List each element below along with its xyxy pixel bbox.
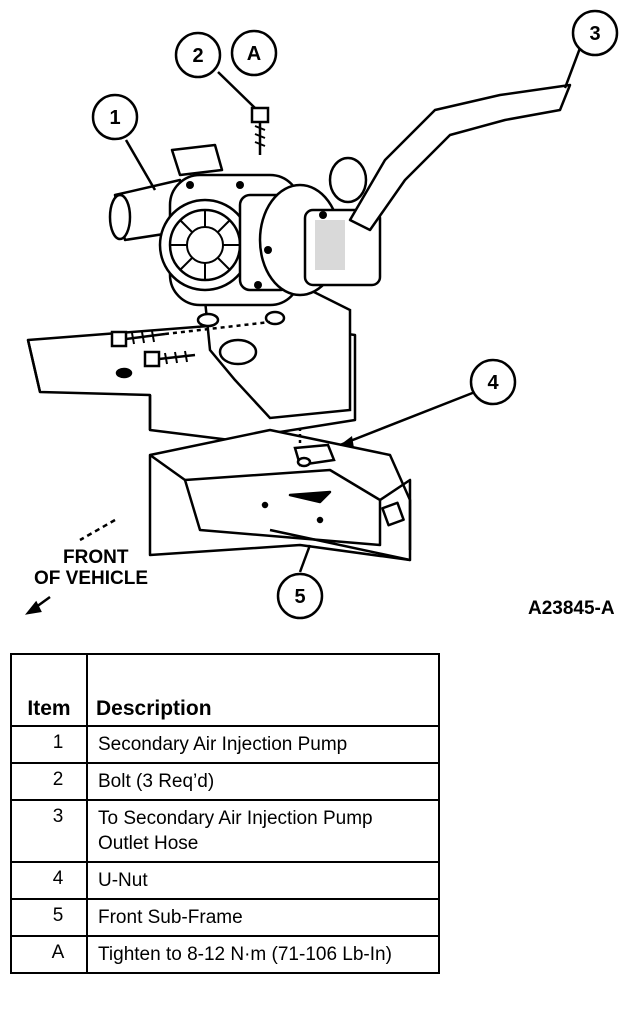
bolt-front-lower — [143, 350, 196, 368]
header-description: Description — [86, 653, 440, 727]
figure-id: A23845-A — [528, 598, 615, 619]
parts-table: Item Description 1 Secondary Air Injecti… — [10, 653, 440, 974]
leader-line-1 — [124, 139, 157, 191]
bolt-top — [250, 106, 270, 155]
header-item: Item — [10, 653, 88, 727]
row-item: 3 — [10, 799, 88, 863]
callout-5-label: 5 — [294, 586, 305, 608]
callout-4: 4 — [469, 358, 517, 406]
row-description: Front Sub-Frame — [86, 898, 440, 937]
table-row: 5 Front Sub-Frame — [10, 898, 440, 937]
row-description: Bolt (3 Req’d) — [86, 762, 440, 801]
exploded-view-diagram: 1 2 A 3 4 5 FRONT OF VEHICLE A23845-A — [24, 9, 619, 620]
table-row: 4 U-Nut — [10, 861, 440, 900]
table-row: 2 Bolt (3 Req’d) — [10, 762, 440, 801]
row-item: 2 — [10, 762, 88, 801]
table-row: A Tighten to 8-12 N·m (71-106 Lb-In) — [10, 935, 440, 974]
callout-3: 3 — [571, 9, 619, 57]
front-direction-arrow-icon — [24, 518, 116, 615]
leader-line-2 — [217, 71, 256, 109]
secondary-air-injection-pump — [108, 143, 382, 307]
callout-4-label: 4 — [487, 372, 499, 394]
front-label-line2: OF VEHICLE — [34, 568, 148, 589]
leader-line-4 — [339, 390, 476, 447]
callout-3-label: 3 — [589, 23, 600, 45]
callout-2-label: 2 — [192, 45, 203, 67]
row-item: 5 — [10, 898, 88, 937]
bolt-front-upper — [110, 320, 271, 348]
u-nut — [293, 428, 336, 468]
callout-a-label: A — [247, 43, 261, 65]
callout-1-label: 1 — [109, 107, 120, 129]
row-item: A — [10, 935, 88, 974]
front-label-line1: FRONT — [63, 547, 129, 568]
outlet-hose — [348, 83, 572, 232]
callout-a: A — [230, 29, 278, 77]
arrow-head-4 — [340, 436, 354, 448]
table-row: 1 Secondary Air Injection Pump — [10, 725, 440, 764]
row-description: Tighten to 8-12 N·m (71-106 Lb-In) — [86, 935, 440, 974]
row-item: 4 — [10, 861, 88, 900]
table-header-row: Item Description — [10, 653, 440, 727]
row-description: U-Nut — [86, 861, 440, 900]
row-description: To Secondary Air Injection Pump Outlet H… — [86, 799, 440, 863]
callout-2: 2 — [174, 31, 222, 79]
table-row: 3 To Secondary Air Injection Pump Outlet… — [10, 799, 440, 863]
row-description: Secondary Air Injection Pump — [86, 725, 440, 764]
leader-line-5 — [298, 544, 312, 573]
callout-1: 1 — [91, 93, 139, 141]
row-item: 1 — [10, 725, 88, 764]
callout-5: 5 — [276, 572, 324, 620]
leader-line-3 — [563, 47, 582, 89]
